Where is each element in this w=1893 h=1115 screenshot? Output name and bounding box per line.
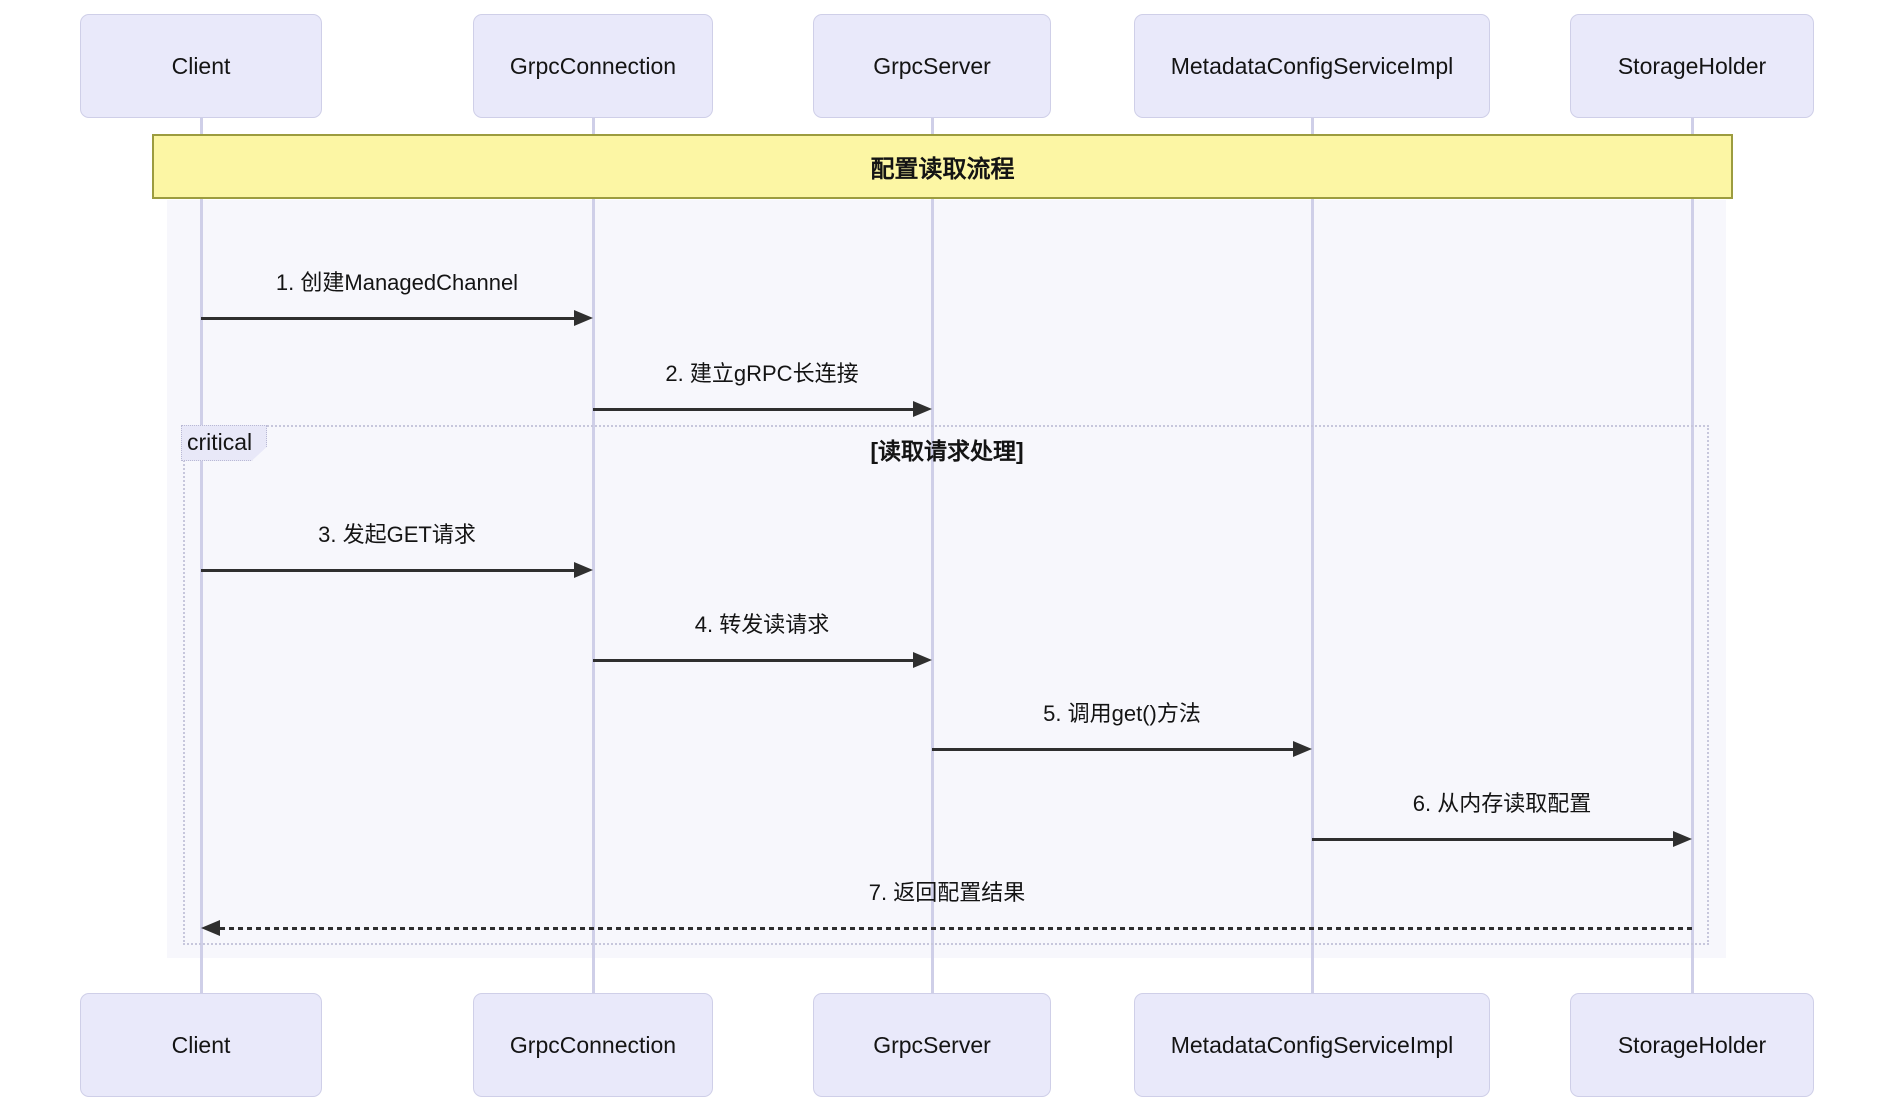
message-2-line <box>593 408 916 411</box>
message-6-line <box>1312 838 1676 841</box>
actor-label: GrpcConnection <box>509 52 677 79</box>
message-1-arrowhead-icon <box>574 310 593 326</box>
message-4-label: 4. 转发读请求 <box>694 612 830 637</box>
critical-block-keyword: critical <box>181 425 267 461</box>
lifeline-client <box>199 118 203 993</box>
actor-bottom-storageholder: StorageHolder <box>1570 993 1814 1097</box>
message-2-arrowhead-icon <box>913 401 932 417</box>
lifeline-metadataconfigserviceimpl <box>1310 118 1314 993</box>
message-1-label: 1. 创建ManagedChannel <box>275 270 519 295</box>
actor-top-client: Client <box>80 14 322 118</box>
actor-top-grpcserver: GrpcServer <box>813 14 1051 118</box>
actor-top-metadataconfigserviceimpl: MetadataConfigServiceImpl <box>1134 14 1490 118</box>
lifeline-grpcserver <box>930 118 934 993</box>
message-7-line <box>220 927 1692 930</box>
diagram-title-banner: 配置读取流程 <box>152 134 1733 199</box>
actor-bottom-client: Client <box>80 993 322 1097</box>
message-5-arrowhead-icon <box>1293 741 1312 757</box>
actor-bottom-grpcconnection: GrpcConnection <box>473 993 713 1097</box>
actor-label: Client <box>171 52 231 79</box>
diagram-background <box>167 200 1726 958</box>
actor-label: MetadataConfigServiceImpl <box>1170 52 1454 79</box>
message-3-line <box>201 569 577 572</box>
message-3-arrowhead-icon <box>574 562 593 578</box>
message-4-arrowhead-icon <box>913 652 932 668</box>
lifeline-storageholder <box>1690 118 1694 993</box>
actor-top-storageholder: StorageHolder <box>1570 14 1814 118</box>
message-3-label: 3. 发起GET请求 <box>318 522 476 547</box>
actor-label: Client <box>171 1031 231 1058</box>
message-1-line <box>201 317 577 320</box>
actor-label: GrpcServer <box>873 1031 991 1058</box>
actor-label: MetadataConfigServiceImpl <box>1170 1031 1454 1058</box>
message-5-label: 5. 调用get()方法 <box>1043 701 1201 726</box>
actor-label: GrpcServer <box>873 52 991 79</box>
actor-label: StorageHolder <box>1617 52 1767 79</box>
message-7-label: 7. 返回配置结果 <box>868 880 1026 905</box>
critical-block-frame <box>183 425 1709 945</box>
lifeline-grpcconnection <box>591 118 595 993</box>
message-6-label: 6. 从内存读取配置 <box>1412 791 1592 816</box>
message-6-arrowhead-icon <box>1673 831 1692 847</box>
message-2-label: 2. 建立gRPC长连接 <box>665 361 859 386</box>
message-7-arrowhead-icon <box>201 920 220 936</box>
diagram-title: 配置读取流程 <box>870 156 1015 183</box>
critical-block-condition: [读取请求处理] <box>870 438 1024 464</box>
actor-label: GrpcConnection <box>509 1031 677 1058</box>
actor-label: StorageHolder <box>1617 1031 1767 1058</box>
message-5-line <box>932 748 1296 751</box>
actor-bottom-grpcserver: GrpcServer <box>813 993 1051 1097</box>
actor-bottom-metadataconfigserviceimpl: MetadataConfigServiceImpl <box>1134 993 1490 1097</box>
actor-top-grpcconnection: GrpcConnection <box>473 14 713 118</box>
message-4-line <box>593 659 916 662</box>
